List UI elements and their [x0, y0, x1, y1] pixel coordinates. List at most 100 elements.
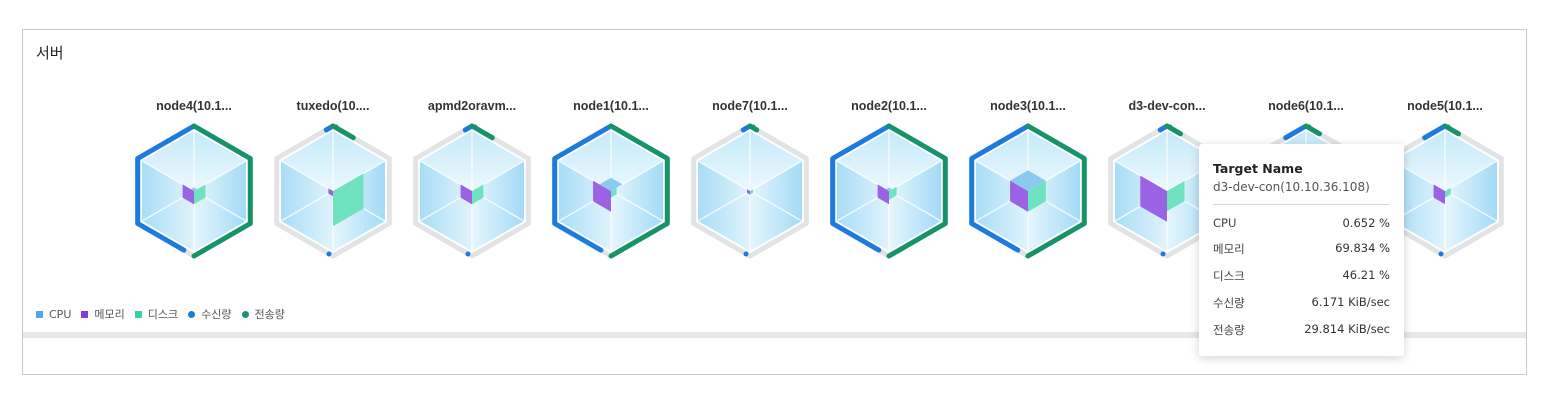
node-memory-face — [877, 184, 889, 205]
node-label: node1(10.1... — [573, 99, 649, 113]
node-face-edge — [749, 190, 803, 222]
tooltip-row-disk: 디스크 46.21 % — [1213, 268, 1390, 284]
node-label: d3-dev-con... — [1128, 99, 1205, 113]
node-recv-dot — [1160, 251, 1166, 257]
node-cpu-face — [191, 187, 197, 191]
panel-title: 서버 — [36, 44, 64, 62]
node-send-dot — [472, 124, 478, 130]
legend-label: 디스크 — [147, 308, 179, 321]
node-label: node4(10.1... — [156, 99, 232, 113]
recv-dot-icon — [188, 310, 196, 318]
legend-item-recv[interactable]: 수신량 — [188, 306, 232, 322]
node-recv-dot — [743, 251, 749, 257]
node-memory-face — [328, 188, 333, 197]
send-dot-icon — [241, 310, 249, 318]
node-recv-dot — [1438, 251, 1444, 257]
legend-label: 메모리 — [94, 308, 125, 321]
tooltip-row-value: 29.814 KiB/sec — [1304, 322, 1390, 336]
node-face-edge — [888, 190, 942, 222]
node-face-edge — [1444, 160, 1498, 192]
node-recv-arc — [969, 123, 1031, 259]
node-send-arc — [608, 123, 670, 259]
node-label: node7(10.1... — [712, 99, 788, 113]
tooltip-target-name: d3-dev-con(10.10.36.108) — [1213, 180, 1370, 194]
node-cpu-face — [1010, 170, 1046, 191]
node-disk-face — [194, 184, 206, 205]
tooltip-row-label: 메모리 — [1213, 242, 1245, 256]
server-node[interactable]: node4(10.1... — [135, 99, 253, 259]
tooltip-row-memory: 메모리 69.834 % — [1213, 241, 1390, 257]
node-disk-face — [750, 189, 753, 195]
node-face-edge — [610, 160, 664, 192]
server-node[interactable]: node7(10.1... — [691, 99, 809, 259]
server-node[interactable]: apmd2oravm... — [413, 99, 531, 259]
node-send-dot — [1445, 124, 1451, 130]
disk-swatch-icon — [134, 310, 142, 318]
node-send-dot — [333, 124, 339, 130]
tooltip-row-cpu: CPU 0.652 % — [1213, 216, 1390, 230]
node-memory-face — [460, 184, 472, 205]
memory-swatch-icon — [81, 310, 89, 318]
tooltip-row-label: 전송량 — [1213, 323, 1245, 337]
node-disk-face — [611, 187, 617, 198]
node-memory-face — [1010, 180, 1028, 212]
node-recv-arc — [135, 123, 197, 259]
server-node[interactable]: node1(10.1... — [552, 99, 670, 259]
node-recv-dot — [326, 251, 332, 257]
cpu-swatch-icon — [36, 310, 43, 318]
node-recv-arc — [552, 123, 614, 259]
node-label: apmd2oravm... — [428, 99, 516, 113]
node-face-edge — [280, 190, 334, 222]
chart-legend: CPU 메모리 디스크 수신량 전송량 — [36, 306, 295, 322]
node-label: node3(10.1... — [990, 99, 1066, 113]
node-disk-face — [1028, 180, 1046, 212]
node-send-dot — [750, 124, 756, 130]
node-face-edge — [888, 160, 942, 192]
server-node[interactable]: node2(10.1... — [830, 99, 948, 259]
legend-item-send[interactable]: 전송량 — [241, 306, 285, 322]
node-send-arc — [1025, 123, 1087, 259]
footer-divider — [23, 332, 1526, 338]
node-label: node5(10.1... — [1407, 99, 1483, 113]
tooltip-title: Target Name — [1213, 161, 1303, 176]
node-face-edge — [332, 160, 386, 192]
node-send-dot — [1306, 124, 1312, 130]
node-cpu-face — [886, 187, 892, 191]
server-node[interactable]: tuxedo(10.... — [274, 99, 392, 259]
node-disk-face — [889, 186, 897, 200]
node-face-edge — [1114, 160, 1168, 192]
tooltip-row-value: 6.171 KiB/sec — [1311, 295, 1390, 309]
node-memory-face — [1433, 184, 1445, 205]
node-send-arc — [191, 123, 253, 259]
node-face-edge — [610, 190, 664, 222]
legend-item-disk[interactable]: 디스크 — [134, 306, 179, 322]
node-label: node2(10.1... — [851, 99, 927, 113]
node-disk-face — [1167, 180, 1185, 212]
node-ring-track — [274, 123, 392, 259]
node-disk-face — [472, 184, 484, 205]
node-label: tuxedo(10.... — [297, 99, 370, 113]
node-face-edge — [280, 160, 334, 192]
node-memory-face — [1140, 175, 1167, 222]
node-recv-arc — [830, 123, 892, 259]
node-memory-face — [182, 184, 194, 205]
node-face-edge — [1444, 190, 1498, 222]
tooltip-divider — [1213, 204, 1390, 205]
node-face-edge — [697, 190, 751, 222]
node-face-edge — [558, 160, 612, 192]
node-ring-track — [691, 123, 809, 259]
server-node[interactable]: node5(10.1... — [1386, 99, 1504, 259]
legend-label: 수신량 — [201, 308, 232, 321]
node-disk-face — [1445, 187, 1451, 198]
node-send-arc — [886, 123, 948, 259]
node-send-dot — [1167, 124, 1173, 130]
server-node[interactable]: node3(10.1... — [969, 99, 1087, 259]
node-memory-face — [593, 180, 611, 212]
legend-item-memory[interactable]: 메모리 — [81, 306, 125, 322]
legend-item-cpu[interactable]: CPU — [36, 308, 71, 321]
tooltip-row-recv: 수신량 6.171 KiB/sec — [1213, 295, 1390, 311]
legend-label: 전송량 — [254, 308, 285, 321]
node-cpu-face — [599, 177, 623, 191]
tooltip-row-label: CPU — [1213, 216, 1237, 230]
tooltip-row-send: 전송량 29.814 KiB/sec — [1213, 322, 1390, 338]
